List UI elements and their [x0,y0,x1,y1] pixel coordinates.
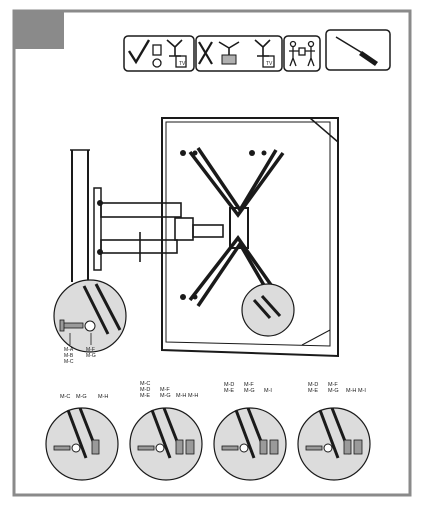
allowed-box [123,35,195,72]
spacer-icon [91,439,100,455]
option-part-label: M-H [98,394,108,400]
screw-icon [53,445,71,451]
option-3: M-DM-E M-FM-G M-I [213,382,287,481]
vesa-bracket [188,147,285,307]
screwdriver-icon [335,36,378,66]
spacer-icon [353,439,363,455]
zoom-circle-tv [241,283,295,337]
option-part-label: M-C [140,381,150,387]
wall-mount-tv-icon-ok: TV [166,39,187,68]
wall-mount-wrong-icon [218,41,240,65]
option-part-label: M-F [328,382,338,388]
option-part-label: M-F [244,382,254,388]
tool-box [325,29,391,71]
option-part-label: M-H [188,393,198,399]
wall-mount-tv-icon-wrong: TV [254,39,275,68]
option-part-label: M-I [358,388,366,394]
step-badge-bg [14,11,64,49]
option-part-label: M-E [140,393,150,399]
option-part-label: M-G [160,393,171,399]
bolt-detail [59,319,96,345]
option-part-label: M-D [308,382,318,388]
option-part-label: M-G [244,388,255,394]
washer-icon [323,443,333,453]
header-icon-bar: TV TV [123,29,391,72]
label-m-f: M-F [86,347,95,353]
option-part-label: M-D [224,382,234,388]
two-person-icon [289,40,315,67]
zoom-circle-wall [53,279,127,353]
not-allowed-box [195,35,283,72]
option-part-label: M-E [308,388,318,394]
label-m-c: M-C [64,359,74,365]
cross-icon [198,41,213,65]
washer-icon [239,443,249,453]
spacer-icon [343,439,352,455]
spacer-icon [185,439,195,455]
option-part-label: M-G [328,388,339,394]
option-part-label: M-H [176,393,186,399]
tv-panel [161,117,339,358]
two-people-lifting-icon [152,44,162,68]
label-m-g: M-G [86,353,96,359]
tv-label: TV [179,61,186,67]
option-part-label: M-F [160,387,170,393]
option-part-label: M-D [140,387,150,393]
option-part-label: M-G [76,394,87,400]
screw-icon [137,445,155,451]
label-m-a: M-A [64,347,74,353]
option-part-label: M-I [264,388,272,394]
two-person-box [283,35,321,72]
page-frame [12,9,412,497]
option-part-label: M-E [224,388,234,394]
label-m-b: M-B [64,353,74,359]
tv-label: TV [266,61,273,67]
wall-plate [93,187,103,271]
option-part-label: M-C [60,394,70,400]
check-icon [127,39,151,65]
screw-icon [305,445,323,451]
screw-icon [221,445,239,451]
washer-icon [71,443,81,453]
main-part-labels: M-A M-B M-C M-F M-G [64,347,96,365]
spacer-icon [259,439,268,455]
option-1: M-C M-G M-H [45,394,119,481]
wall-detail [82,283,122,335]
washer-icon [155,443,165,453]
spacer-icon [269,439,279,455]
swing-arm [100,202,224,262]
option-part-label: M-H [346,388,356,394]
spacer-icon [175,439,184,455]
